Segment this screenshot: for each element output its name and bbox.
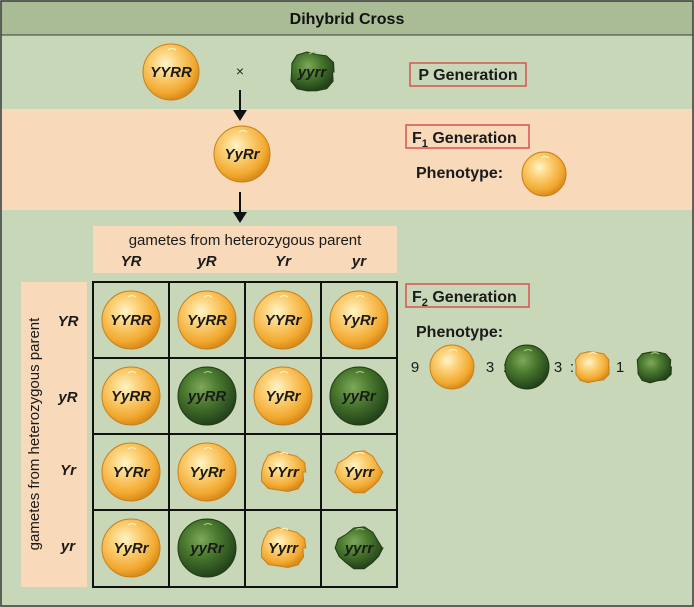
f1-phenotype-seed-yellow-round	[521, 151, 567, 197]
col-header-3: Yr	[275, 253, 292, 270]
side-gametes-caption: gametes from heterozygous parent	[26, 317, 43, 550]
col-header-1: YR	[121, 253, 142, 270]
punnett-cell-2-3-genotype: YyRr	[265, 388, 301, 405]
punnett-cell-1-2: YyRR	[177, 290, 237, 350]
punnett-cell-2-1: YyRR	[101, 366, 161, 426]
f1-generation-label: F1 Generation	[412, 130, 517, 150]
punnett-cell-1-3-genotype: YYRr	[265, 312, 303, 329]
f2-ratio-count-4: 1	[616, 359, 624, 376]
p-parent1-seed: YYRR	[142, 43, 200, 101]
row-header-4: yr	[60, 538, 76, 555]
punnett-cell-2-2-genotype: yyRR	[187, 388, 227, 405]
p-parent2-seed-genotype: yyrr	[297, 64, 328, 81]
punnett-cell-1-1-genotype: YYRR	[110, 312, 152, 329]
f2-phenotype-label: Phenotype:	[416, 324, 503, 341]
punnett-cell-2-1-genotype: YyRR	[111, 388, 151, 405]
f2-generation-label-box	[405, 283, 530, 308]
row-header-3: Yr	[60, 462, 77, 479]
f1-band	[1, 109, 693, 210]
diagram-title: Dihybrid Cross	[290, 11, 405, 28]
punnett-cell-1-4: YyRr	[329, 290, 389, 350]
p-generation-label-box	[409, 62, 527, 87]
f1-seed-yellow-round: YyRr	[213, 125, 271, 183]
f1-seed: YyRr	[213, 125, 271, 183]
top-gametes-caption: gametes from heterozygous parent	[129, 232, 362, 249]
f2-phenotype-ratio: 9:3:3:1	[411, 344, 672, 390]
p-parent1-seed-genotype: YYRR	[150, 64, 192, 81]
punnett-cell-4-3: Yyrr	[261, 526, 307, 569]
arrow-f1-to-f2	[233, 192, 247, 223]
f1-generation-label-box	[405, 124, 530, 149]
f1-phenotype-label: Phenotype:	[416, 165, 503, 182]
punnett-cell-1-2-genotype: YyRR	[187, 312, 227, 329]
punnett-cell-3-4: Yyrr	[334, 450, 384, 494]
f2-ratio-count-1: 9	[411, 359, 419, 376]
arrow-p-to-f1	[233, 90, 247, 121]
punnett-cell-4-4-genotype: yyrr	[344, 540, 375, 557]
punnett-cell-1-3: YYRr	[253, 290, 313, 350]
punnett-cell-2-4: yyRr	[329, 366, 389, 426]
f2-generation-label: F2 Generation	[412, 289, 517, 309]
punnett-cell-1-1: YYRR	[101, 290, 161, 350]
f2-ratio-seed-yellow-wrinkled	[574, 351, 610, 384]
punnett-cell-2-3: YyRr	[253, 366, 313, 426]
punnett-cell-3-1-genotype: YYRr	[113, 464, 151, 481]
punnett-cell-3-3-genotype: YYrr	[267, 464, 300, 481]
p-parent2-seed: yyrr	[290, 51, 335, 92]
f2-ratio-sep-3: :	[570, 359, 574, 376]
row-header-1: YR	[58, 313, 79, 330]
f2-ratio-count-3: 3	[554, 359, 562, 376]
p-parent2-seed-green-wrinkled: yyrr	[290, 51, 335, 92]
punnett-cell-3-2: YyRr	[177, 442, 237, 502]
punnett-cell-4-1-genotype: YyRr	[113, 540, 149, 557]
punnett-cell-4-4: yyrr	[334, 526, 384, 570]
punnett-cell-3-2-genotype: YyRr	[189, 464, 225, 481]
col-header-2: yR	[196, 253, 216, 270]
f2-ratio-seed-green-round	[504, 344, 550, 390]
punnett-cell-2-4-genotype: yyRr	[341, 388, 377, 405]
punnett-cell-3-4-genotype: Yyrr	[344, 464, 375, 481]
f2-ratio-seed-green-wrinkled	[636, 351, 672, 384]
side-gametes-header	[21, 282, 87, 587]
title-bar	[0, 0, 694, 36]
f2-ratio-seed-yellow-round	[429, 344, 475, 390]
punnett-cell-4-1: YyRr	[101, 518, 161, 578]
col-header-4: yr	[351, 253, 367, 270]
punnett-cell-3-1: YYRr	[101, 442, 161, 502]
f1-phenotype-seed	[521, 151, 567, 197]
p-generation-label: P Generation	[418, 67, 517, 84]
p-cross-symbol: ×	[236, 63, 244, 79]
punnett-cell-1-4-genotype: YyRr	[341, 312, 377, 329]
f2-ratio-count-2: 3	[486, 359, 494, 376]
f1-seed-genotype: YyRr	[224, 146, 260, 163]
punnett-cell-4-3-genotype: Yyrr	[268, 540, 299, 557]
top-gametes-header	[93, 226, 397, 273]
punnett-cell-4-2-genotype: yyRr	[189, 540, 225, 557]
punnett-cell-3-3: YYrr	[261, 450, 307, 493]
row-header-2: yR	[57, 389, 77, 406]
punnett-cell-4-2: yyRr	[177, 518, 237, 578]
punnett-cell-2-2: yyRR	[177, 366, 237, 426]
p-parent1-seed-yellow-round: YYRR	[142, 43, 200, 101]
